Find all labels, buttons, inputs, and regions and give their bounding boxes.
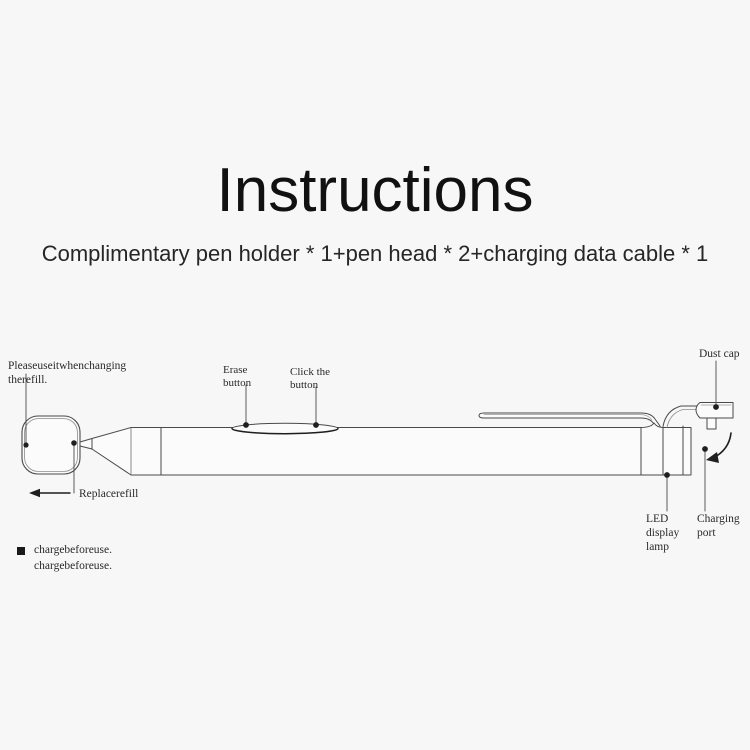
label-replace-refill: Replacerefill xyxy=(79,488,139,500)
footnote-text: chargebeforeuse. chargebeforeuse. xyxy=(34,544,113,572)
leader-lines xyxy=(23,360,719,512)
page-title: Instructions xyxy=(216,155,534,225)
pen-holder-shape xyxy=(21,415,81,475)
footnote: chargebeforeuse. chargebeforeuse. xyxy=(17,543,112,574)
refill-connector xyxy=(79,438,93,450)
refill-direction-arrow xyxy=(29,488,71,498)
label-led-lamp: LED display lamp xyxy=(646,513,680,554)
label-click-button: Click the button xyxy=(290,366,331,392)
page-subtitle: Complimentary pen holder * 1+pen head * … xyxy=(41,241,709,266)
label-erase-button: Erase button xyxy=(223,364,252,390)
pen-clip xyxy=(478,412,661,432)
charging-end-section xyxy=(662,425,692,476)
label-dust-cap: Dust cap xyxy=(699,348,740,360)
label-charging-port: Charging port xyxy=(697,513,740,540)
stylus-pen-diagram xyxy=(21,360,734,512)
label-pen-holder: Pleaseuseitwhenchanging therefill. xyxy=(8,360,127,387)
pen-body xyxy=(160,427,674,476)
clip-collar xyxy=(640,422,664,476)
dust-cap-motion-arrow xyxy=(706,432,732,463)
pen-nib xyxy=(91,427,162,476)
button-strip xyxy=(231,422,339,435)
square-bullet-icon xyxy=(17,547,25,555)
dust-cap-hinge xyxy=(662,405,701,428)
dust-cap xyxy=(695,402,734,430)
